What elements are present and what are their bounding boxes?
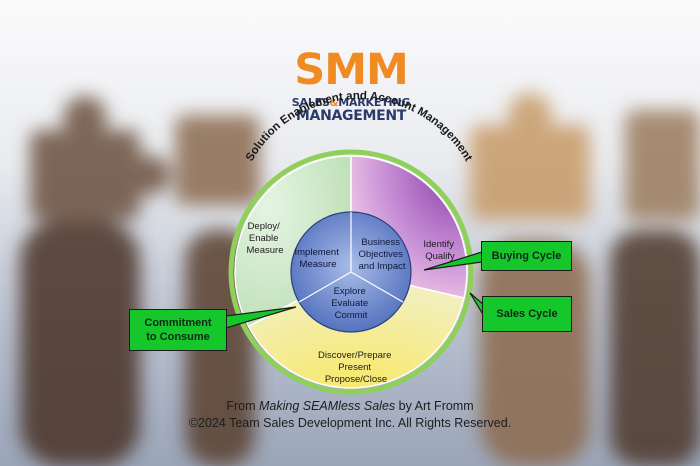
- label-implement: Implement Measure: [295, 247, 342, 270]
- commitment-label-line1: Commitment: [144, 317, 212, 329]
- label-identify: Identify Qualify: [423, 239, 456, 262]
- credit-text: From Making SEAMless Sales by Art Fromm …: [150, 398, 550, 432]
- credit-author: by Art Fromm: [395, 399, 474, 413]
- label-business: Business Objectives and Impact: [359, 237, 406, 272]
- credit-line-1: From Making SEAMless Sales by Art Fromm: [150, 398, 550, 415]
- label-deploy: Deploy/ Enable Measure: [247, 221, 284, 256]
- inner-divider-left: [298, 271, 352, 303]
- logo-sales-text: SALES: [291, 96, 330, 109]
- sales-cycle-callout: Sales Cycle: [482, 296, 572, 332]
- commitment-callout: Commitment to Consume: [129, 309, 227, 351]
- buying-cycle-label: Buying Cycle: [491, 250, 562, 262]
- inner-divider-right: [350, 271, 404, 303]
- credit-line-2: ©2024 Team Sales Development Inc. All Ri…: [188, 416, 512, 430]
- outer-ring: [228, 149, 474, 395]
- label-explore: Explore Evaluate Commit: [331, 286, 371, 321]
- credit-prefix: From: [226, 399, 259, 413]
- logo-line-sales-marketing: SALES&MARKETING: [286, 96, 416, 110]
- logo-mark: SMM: [294, 45, 409, 95]
- smm-logo: SMM SALES&MARKETING MANAGEMENT: [286, 45, 416, 126]
- label-discover: Discover/Prepare Present Propose/Close: [318, 350, 394, 385]
- logo-line-management: MANAGEMENT: [295, 108, 407, 124]
- buying-cycle-callout: Buying Cycle: [481, 241, 572, 271]
- sales-cycle-label: Sales Cycle: [496, 308, 558, 320]
- commitment-label-line2: to Consume: [146, 331, 210, 343]
- logo-ampersand: &: [329, 98, 339, 109]
- credit-book-title: Making SEAMless Sales: [258, 399, 396, 413]
- logo-marketing-text: MARKETING: [338, 96, 411, 109]
